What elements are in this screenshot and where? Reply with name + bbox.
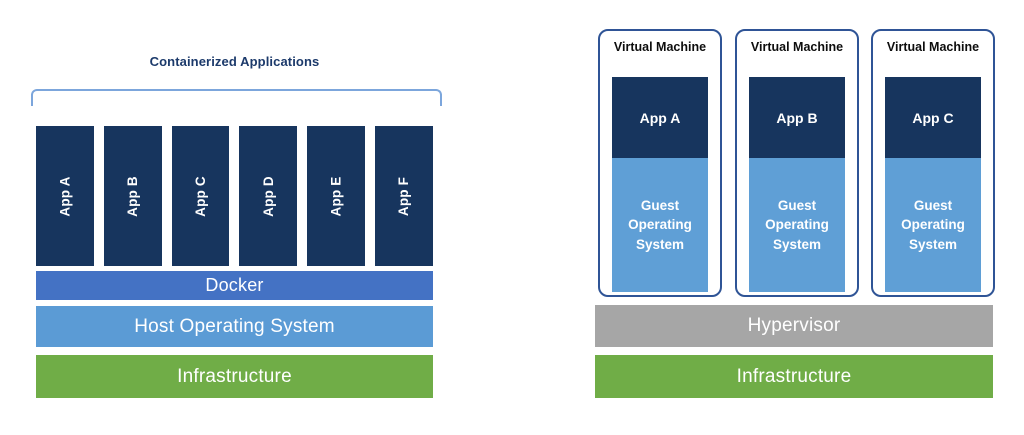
- container-app-label: App E: [328, 176, 344, 216]
- container-app-box: App C: [171, 126, 230, 266]
- container-app-label: App F: [396, 176, 412, 216]
- virtual-machine-box: Virtual Machine App C Guest Operating Sy…: [871, 29, 995, 297]
- docker-layer-bar: Docker: [36, 271, 433, 300]
- containerized-applications-title: Containerized Applications: [149, 54, 320, 69]
- container-app-box: App E: [307, 126, 366, 266]
- hypervisor-layer-bar: Hypervisor: [595, 305, 993, 347]
- top-bracket-shape: [31, 89, 442, 106]
- guest-os-box: Guest Operating System: [749, 158, 845, 292]
- guest-os-box: Guest Operating System: [612, 158, 708, 292]
- virtual-machine-title: Virtual Machine: [613, 40, 707, 54]
- container-app-label: App A: [57, 175, 73, 217]
- container-app-label: App D: [260, 175, 276, 217]
- virtual-machine-box: Virtual Machine App B Guest Operating Sy…: [735, 29, 859, 297]
- guest-os-box: Guest Operating System: [885, 158, 981, 292]
- virtual-machine-title: Virtual Machine: [750, 40, 844, 54]
- infrastructure-layer-bar-right: Infrastructure: [595, 355, 993, 398]
- infrastructure-layer-bar-left: Infrastructure: [36, 355, 433, 398]
- vm-app-box: App A: [612, 77, 708, 158]
- container-app-box: App F: [375, 126, 433, 266]
- vm-app-box: App B: [749, 77, 845, 158]
- container-app-box: App B: [103, 126, 162, 266]
- container-app-label: App B: [125, 175, 141, 217]
- container-app-box: App D: [239, 126, 298, 266]
- container-app-label: App C: [193, 175, 209, 217]
- container-apps-row: App A App B App C App D App E App F: [36, 126, 433, 266]
- host-os-layer-bar: Host Operating System: [36, 306, 433, 347]
- vm-app-box: App C: [885, 77, 981, 158]
- virtual-machine-box: Virtual Machine App A Guest Operating Sy…: [598, 29, 722, 297]
- container-app-box: App A: [36, 126, 94, 266]
- virtual-machine-title: Virtual Machine: [886, 40, 980, 54]
